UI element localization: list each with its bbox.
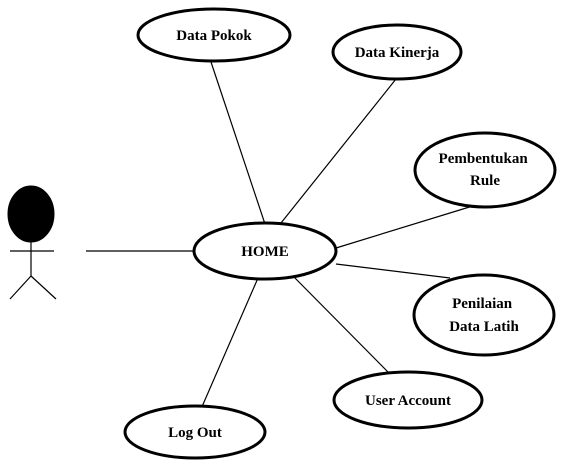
usecase-home-label: HOME: [241, 244, 289, 260]
usecase-data-pokok-shape: [136, 7, 292, 63]
usecase-pembentukan-rule-label: Pembentukan Rule: [439, 151, 532, 189]
actor: [7, 185, 57, 300]
actor-right-leg: [30, 275, 57, 300]
usecase-user-account[interactable]: User Account: [332, 370, 484, 430]
edge-home-data-kinerja: [280, 78, 397, 224]
actor-head: [7, 185, 55, 243]
usecase-data-pokok-label-line-1: Data Pokok: [176, 28, 252, 44]
usecase-pembentukan-rule[interactable]: Pembentukan Rule: [413, 131, 557, 209]
edge-home-user-account: [292, 275, 390, 374]
usecase-data-pokok[interactable]: Data Pokok: [136, 7, 292, 63]
edges: [86, 61, 477, 410]
usecase-user-account-label: User Account: [365, 393, 451, 409]
usecase-pembentukan-rule-label-line-1: Pembentukan: [439, 151, 529, 167]
usecase-home-label-line-1: HOME: [241, 244, 289, 260]
usecase-data-kinerja-label-line-1: Data Kinerja: [355, 45, 440, 61]
actor-left-leg: [9, 275, 32, 300]
edge-home-data-pokok: [210, 61, 268, 231]
usecase-home[interactable]: HOME: [192, 221, 338, 281]
usecase-data-kinerja-shape: [331, 23, 463, 81]
usecase-pembentukan-rule-label-line-2: Rule: [470, 173, 500, 189]
usecase-pembentukan-rule-shape: [413, 131, 557, 209]
usecase-log-out-label-line-1: Log Out: [168, 425, 222, 441]
usecase-data-kinerja[interactable]: Data Kinerja: [331, 23, 463, 81]
usecase-log-out-shape: [123, 404, 267, 460]
usecase-penilaian-data-latih-label-line-2: Data Latih: [449, 319, 519, 335]
usecase-log-out[interactable]: Log Out: [123, 404, 267, 460]
usecase-penilaian-data-latih-label: Penilaian Data Latih: [449, 296, 519, 335]
usecase-penilaian-data-latih-shape: [412, 273, 556, 357]
edge-home-log-out: [200, 277, 259, 410]
usecase-data-kinerja-label: Data Kinerja: [355, 45, 440, 61]
usecase-user-account-label-line-1: User Account: [365, 393, 451, 409]
usecase-penilaian-data-latih[interactable]: Penilaian Data Latih: [412, 273, 556, 357]
usecase-penilaian-data-latih-label-line-1: Penilaian: [452, 296, 513, 312]
usecase-log-out-label: Log Out: [168, 425, 222, 441]
edge-home-penilaian-data-latih: [335, 263, 451, 279]
usecase-data-pokok-label: Data Pokok: [176, 28, 252, 44]
usecase-user-account-shape: [332, 370, 484, 430]
edge-home-pembentukan-rule: [335, 204, 477, 249]
usecase-home-shape: [192, 221, 338, 281]
